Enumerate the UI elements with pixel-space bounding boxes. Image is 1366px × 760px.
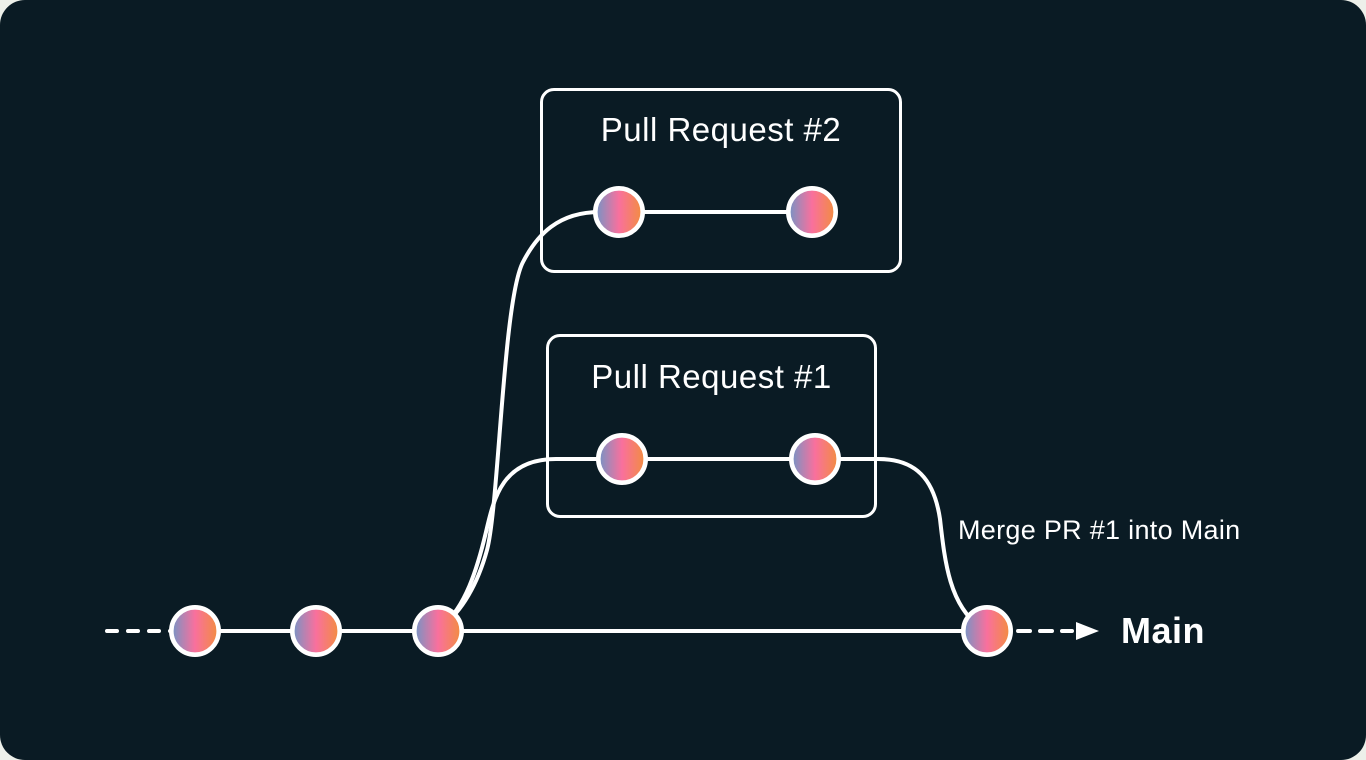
commit-node-merge	[960, 604, 1013, 657]
main-arrowhead-icon	[1076, 622, 1099, 640]
pull-request-2-title: Pull Request #2	[600, 111, 842, 148]
branch-curve-pr2	[439, 210, 814, 629]
commit-node-pr1-2	[788, 432, 841, 485]
pull-request-1-title: Pull Request #1	[591, 358, 832, 395]
commit-node-main-3	[411, 604, 464, 657]
merge-annotation: Merge PR #1 into Main	[958, 515, 1241, 545]
commit-node-main-1	[169, 604, 222, 657]
commit-node-pr1-1	[595, 432, 648, 485]
pull-request-1-box: Pull Request #1	[546, 334, 877, 518]
pull-request-2-box: Pull Request #2	[540, 88, 902, 273]
main-branch-label: Main	[1121, 610, 1206, 651]
commit-node-main-2	[289, 604, 342, 657]
branch-curve-pr1-merge	[441, 457, 982, 629]
commit-node-pr2-1	[592, 186, 645, 239]
commit-node-pr2-2	[785, 186, 838, 239]
